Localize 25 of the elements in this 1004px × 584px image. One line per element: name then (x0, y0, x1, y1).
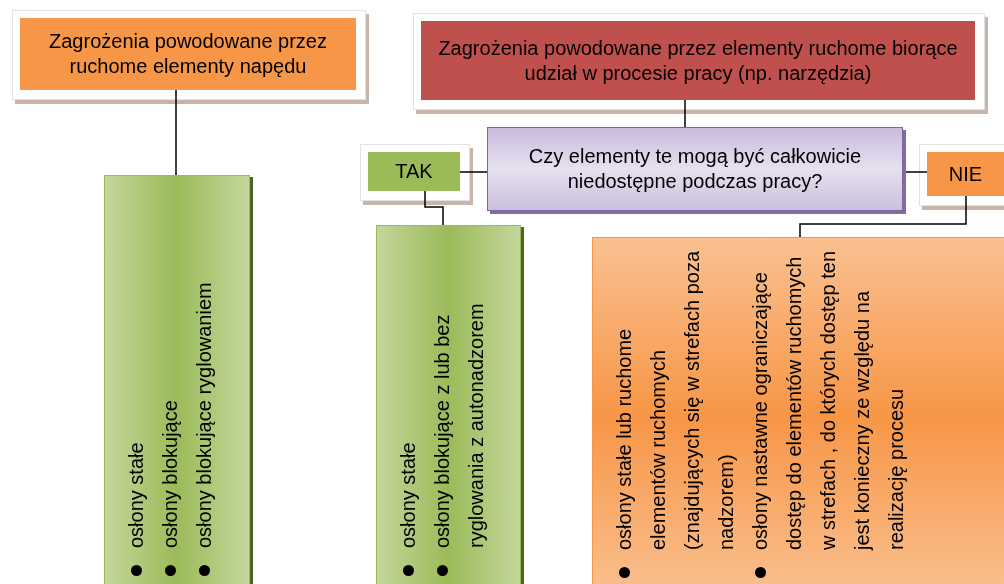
connector-line (175, 89, 177, 176)
connector-line (459, 171, 488, 173)
box-text: Zagrożenia powodowane przez elementy ruchome biorące udział w procesie pracy (np. narzędzia) (437, 35, 959, 86)
hazard-box (20, 18, 356, 90)
bullet-item: osłony blokujące z lub bez ryglowania z autonadzorem (425, 243, 493, 582)
bullet-item: osłony blokujące ryglowaniem (187, 203, 221, 582)
box-text: Zagrożenia powodowane przez ruchome elementy napędu (48, 29, 328, 79)
bullet-item: osłony blokujące (153, 203, 187, 582)
box-text: Czy elementy te mogą być całkowicie niedostępne podczas pracy? (527, 144, 863, 194)
guard-list-box (592, 237, 1004, 584)
hazard-box (421, 21, 975, 100)
connector-line (684, 99, 686, 128)
guard-list-box (376, 225, 521, 584)
box-text: NIE (947, 161, 984, 187)
guard-list-box (104, 175, 250, 584)
box-text: TAK (394, 159, 434, 184)
connector-line (424, 190, 444, 226)
decision-box (487, 127, 903, 211)
bullet-item: osłony nastawne ograniczające dostęp do elementów ruchomych w strefach , do których dostęp ten jest konieczny ze względu na realizację procesu (743, 245, 913, 584)
answer-box (368, 152, 460, 191)
bullet-item: osłony stałe lub ruchome elementów ruchomych (znajdujących się w strefach poza nadzorem) (607, 245, 743, 584)
bullet-item: osłony stałe (391, 243, 425, 582)
connector-line (799, 195, 967, 238)
bullet-item: osłony stałe (119, 203, 153, 582)
answer-box (927, 152, 1004, 196)
